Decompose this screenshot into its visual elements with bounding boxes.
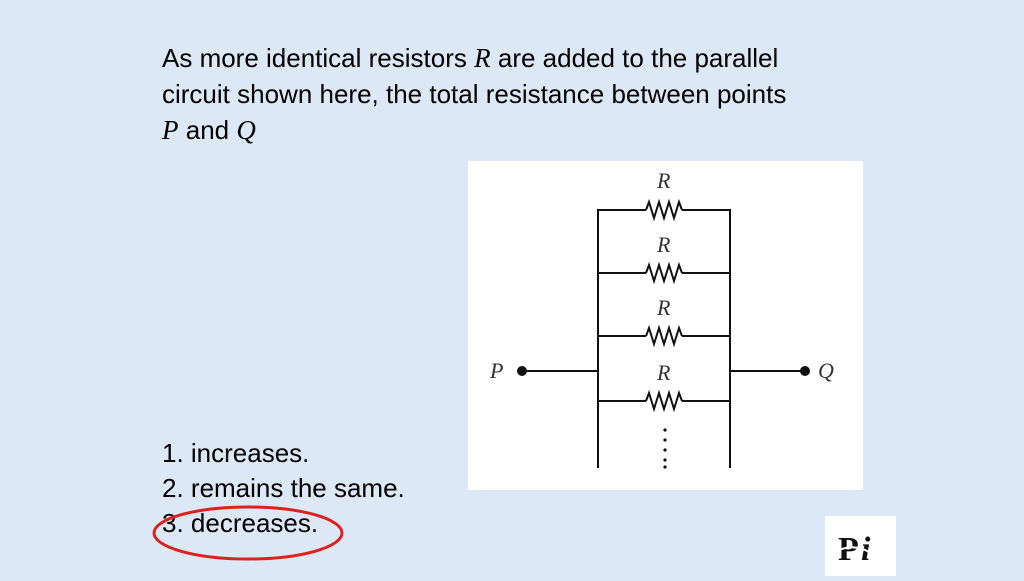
selected-answer-circle <box>152 505 344 561</box>
resistor-branch-4 <box>598 389 730 413</box>
terminal-q-dot <box>800 366 810 376</box>
question-text: As more identical resistors R are added … <box>162 40 802 148</box>
pi-logo: P i <box>825 516 896 576</box>
resistor-label-3: R <box>656 295 671 320</box>
pi-logo-svg: P i <box>838 531 871 568</box>
question-and: and <box>185 115 230 145</box>
terminal-label-p: P <box>489 358 503 383</box>
resistor-branch-1 <box>598 198 730 222</box>
question-part2: are added to the parallel circuit shown … <box>162 43 787 109</box>
resistor-label-4: R <box>656 360 671 385</box>
resistor-branch-2 <box>598 261 730 285</box>
option-2[interactable]: 2. remains the same. <box>162 473 405 503</box>
answer-circle-ellipse <box>152 505 344 561</box>
terminal-p-dot <box>517 366 527 376</box>
point-p-symbol: P <box>162 115 179 145</box>
continuation-dots <box>663 428 667 469</box>
circuit-svg: R R R R P Q <box>489 168 834 469</box>
terminal-label-q: Q <box>818 358 834 383</box>
svg-text:P: P <box>838 531 859 568</box>
point-q-symbol: Q <box>236 115 256 145</box>
option-1[interactable]: 1. increases. <box>162 438 310 468</box>
answer-options: 1. increases. 2. remains the same. 3. de… <box>162 436 405 541</box>
resistor-symbol: R <box>474 43 491 73</box>
resistor-label-2: R <box>656 232 671 257</box>
circuit-diagram: R R R R P Q <box>468 161 863 490</box>
question-part1: As more identical resistors <box>162 43 467 73</box>
resistor-label-1: R <box>656 168 671 193</box>
resistor-branch-3 <box>598 324 730 348</box>
